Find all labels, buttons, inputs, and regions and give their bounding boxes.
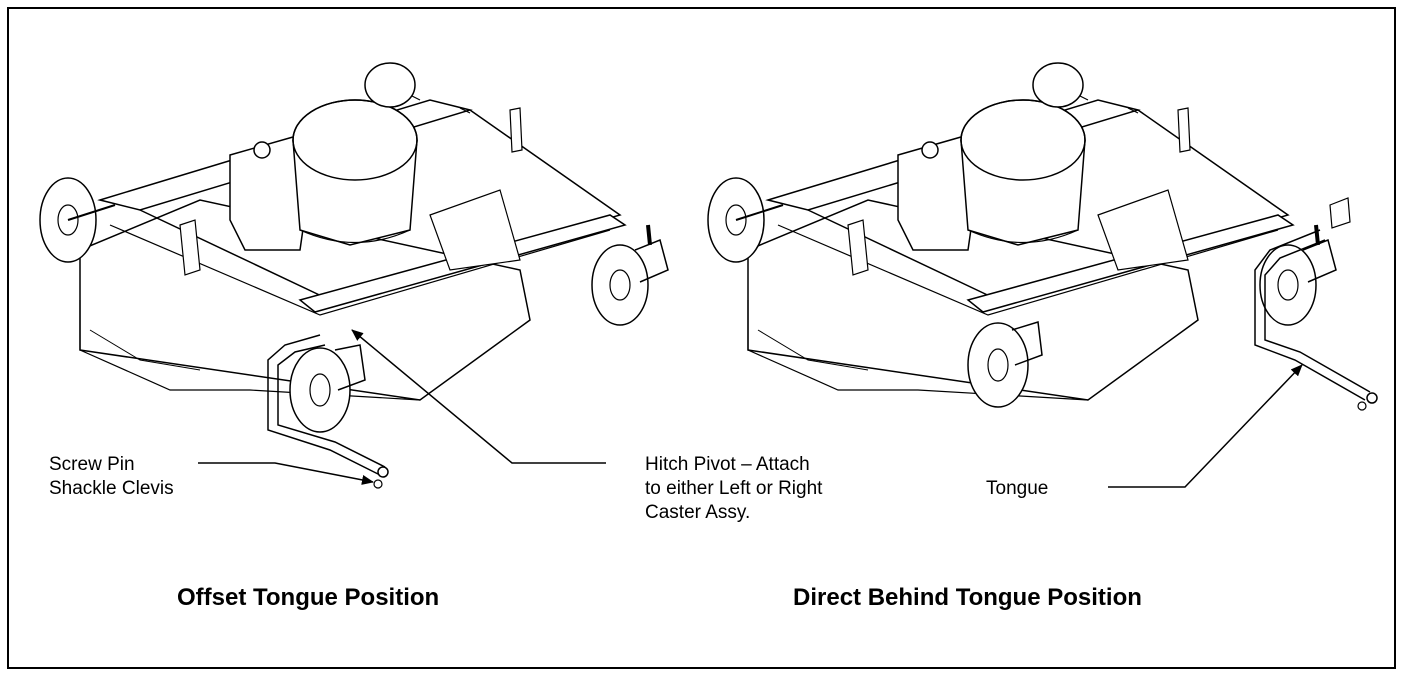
caption-offset-tongue-position: Offset Tongue Position — [177, 584, 440, 611]
label-hitch-pivot: Hitch Pivot – Attach to either Left or R… — [645, 454, 823, 523]
leader-hitch-pivot — [351, 329, 606, 464]
caption-direct-behind-tongue-position: Direct Behind Tongue Position — [793, 584, 1142, 611]
mower-offset-tongue — [38, 61, 670, 489]
leader-screw-pin — [198, 462, 374, 485]
leader-tongue — [1108, 364, 1303, 488]
label-screw-pin-shackle-clevis: Screw Pin Shackle Clevis — [49, 454, 174, 499]
label-tongue: Tongue — [986, 478, 1049, 499]
mower-direct-tongue — [706, 61, 1378, 411]
